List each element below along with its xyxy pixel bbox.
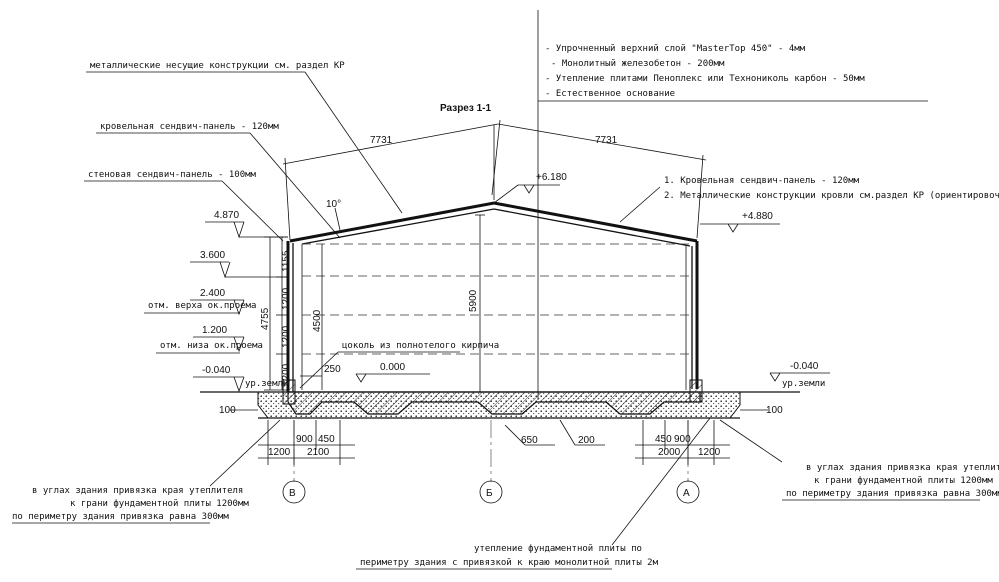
elevation-minus-left: -0.040 xyxy=(202,365,231,376)
dim-5900: 5900 xyxy=(468,289,479,312)
eave-elevation: +4.880 xyxy=(700,211,780,233)
note-left-line: по периметру здания привязка равна 300мм xyxy=(12,512,229,522)
note-bottom-line: периметру здания с привязкой к краю моно… xyxy=(360,558,659,568)
dim-1200: 1200 xyxy=(281,287,292,310)
spec-item: - Утепление плитами Пеноплекс или Технон… xyxy=(545,73,865,84)
building-frame xyxy=(286,201,699,392)
dim-4755: 4755 xyxy=(260,307,271,330)
dim-450-right: 450 xyxy=(655,434,672,445)
ground-level-right: -0.040 ур.земли xyxy=(769,361,830,389)
dim-1200-right: 1200 xyxy=(698,447,721,458)
note-left-line: к грани фундаментной плиты 1200мм xyxy=(70,499,249,509)
span-dimensions: 7731 7731 10° xyxy=(282,119,707,241)
roof-note-2: 2. Металлические конструкции кровли см.р… xyxy=(664,191,999,201)
roof-note-1: 1. Кровельная сендвич-панель - 120мм xyxy=(664,176,860,186)
axes: В Б А xyxy=(282,420,700,504)
ridge-elevation: +6.180 xyxy=(493,172,567,204)
note-left-line: в углах здания привязка края утеплителя xyxy=(32,486,243,496)
axis-label-left: В xyxy=(289,488,296,499)
elevation-3600: 3.600 xyxy=(200,250,225,261)
note-right: в углах здания привязка края утеплителя … xyxy=(719,419,999,501)
steel-structures-label: металлические несущие конструкции см. ра… xyxy=(90,61,345,71)
axis-marker-left xyxy=(282,480,306,504)
elevation-marks-left: 4.870 3.600 2.400 1.200 -0.040 ур.земли xyxy=(190,210,288,393)
roof-notes-right: 1. Кровельная сендвич-панель - 120мм 2. … xyxy=(619,176,999,223)
zero-level: 0.000 xyxy=(355,362,430,383)
plinth-callout: цоколь из полнотелого кирпича 250 xyxy=(299,341,499,389)
dim-900-right: 900 xyxy=(674,434,691,445)
axis-marker-middle xyxy=(479,480,503,504)
axis-label-right: А xyxy=(683,488,690,499)
note-right-line: по периметру здания привязка равна 300мм xyxy=(786,489,999,499)
opening-bottom-label: отм. низа ок.проема xyxy=(160,341,263,351)
callouts-left: металлические несущие конструкции см. ра… xyxy=(84,61,403,354)
vertical-dimensions: 1155 1200 1200 1200 4755 4500 5900 xyxy=(260,236,479,391)
roof-angle: 10° xyxy=(326,199,341,210)
dim-100-left: 100 xyxy=(219,405,236,416)
span-left: 7731 xyxy=(370,135,393,146)
opening-top-label: отм. верха ок.проема xyxy=(148,301,256,311)
wall-panel-label: стеновая сендвич-панель - 100мм xyxy=(88,170,257,180)
spec-item: - Монолитный железобетон - 200мм xyxy=(551,58,725,69)
note-bottom-line: утепление фундаментной плиты по xyxy=(474,544,642,554)
span-right: 7731 xyxy=(595,135,618,146)
ground-level-left-label: ур.земли xyxy=(245,379,288,389)
spec-item: - Упрочненный верхний слой "MasterTop 45… xyxy=(545,44,806,54)
dim-2000: 2000 xyxy=(658,447,681,458)
dim-900-left: 900 xyxy=(296,434,313,445)
dim-250: 250 xyxy=(324,364,341,375)
roof-panel-label: кровельная сендвич-панель - 120мм xyxy=(100,122,279,132)
dim-2100: 2100 xyxy=(307,447,330,458)
axis-label-middle: Б xyxy=(486,488,493,499)
bottom-dimensions: 900 450 1200 2100 650 200 450 900 2000 1… xyxy=(258,419,730,465)
elevation-ridge: +6.180 xyxy=(536,172,567,183)
elevation-eave: +4.880 xyxy=(742,211,773,222)
axis-marker-right xyxy=(676,480,700,504)
spec-item: - Естественное основание xyxy=(545,89,675,99)
note-left: в углах здания привязка края утеплителя … xyxy=(12,419,281,524)
dim-1155: 1155 xyxy=(281,250,292,272)
elevation-minus-right: -0.040 xyxy=(790,361,819,372)
dim-450-left: 450 xyxy=(318,434,335,445)
spec-list: - Упрочненный верхний слой "MasterTop 45… xyxy=(537,10,928,400)
dim-100-right: 100 xyxy=(766,405,783,416)
dim-650: 650 xyxy=(521,435,538,446)
note-right-line: в углах здания привязка края утеплителя xyxy=(806,463,999,473)
ground-level-right-label: ур.земли xyxy=(782,379,825,389)
dim-200: 200 xyxy=(578,435,595,446)
elevation-1200: 1.200 xyxy=(202,325,227,336)
elevation-zero: 0.000 xyxy=(380,362,405,373)
dim-4500: 4500 xyxy=(312,309,323,332)
section-title: Разрез 1-1 xyxy=(440,103,492,114)
foundation: 100 100 xyxy=(200,379,800,419)
dim-1200: 1200 xyxy=(281,325,292,348)
elevation-4870: 4.870 xyxy=(214,210,239,221)
elevation-2400: 2.400 xyxy=(200,288,225,299)
dim-1200-left: 1200 xyxy=(268,447,291,458)
note-bottom: утепление фундаментной плиты по периметр… xyxy=(356,417,711,570)
plinth-label: цоколь из полнотелого кирпича xyxy=(342,341,499,351)
note-right-line: к грани фундаментной плиты 1200мм xyxy=(814,476,993,486)
dim-1200: 1200 xyxy=(281,363,292,386)
